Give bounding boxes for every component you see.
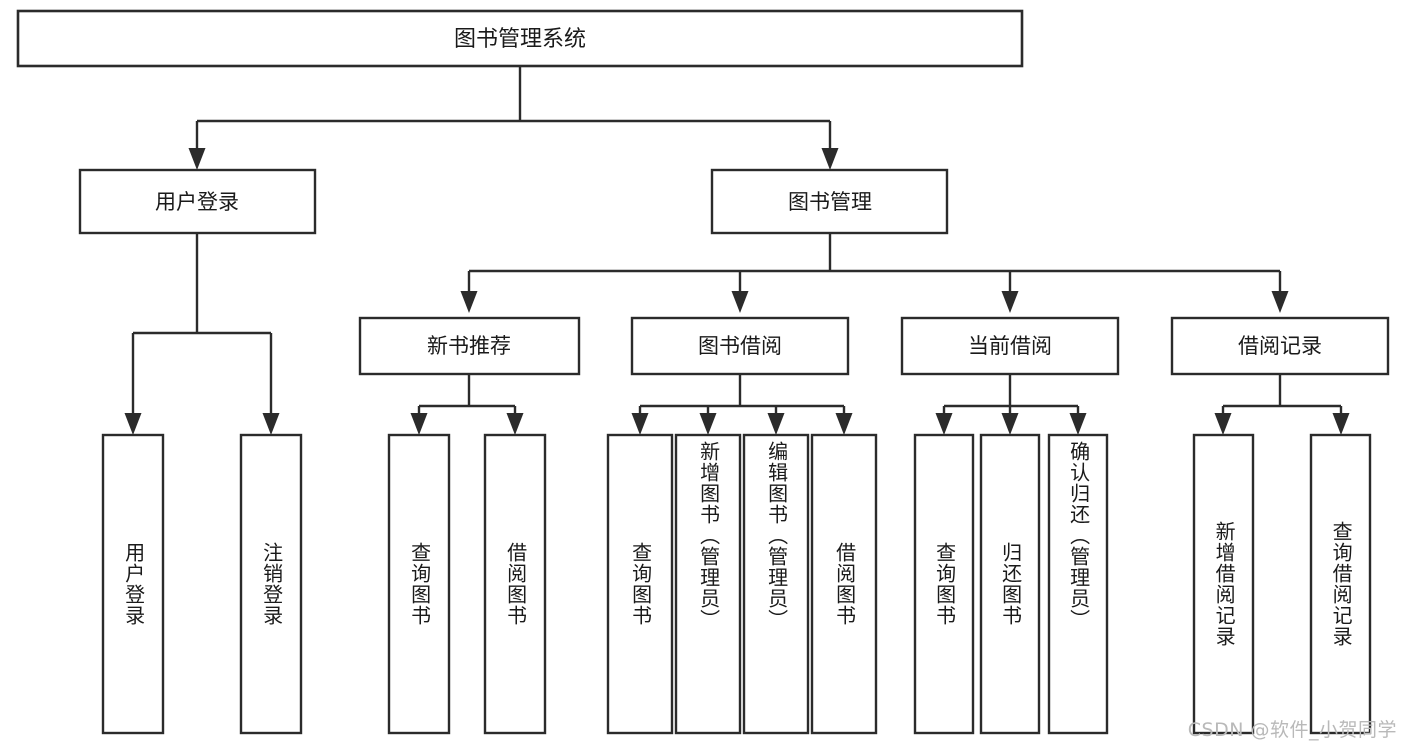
leaf-node-currentborrow-2[interactable] <box>1047 433 1109 735</box>
arrow-to-leaf-newbook-1 <box>506 413 524 435</box>
node-new-book-recommend[interactable]: 新书推荐 <box>358 316 581 376</box>
arrow-to-leaf-borrowrecord-1 <box>1332 413 1350 435</box>
arrow-to-leaf-borrowrecord-0 <box>1214 413 1232 435</box>
connector-group-root <box>195 66 832 148</box>
node-current-borrow[interactable]: 当前借阅 <box>900 316 1120 376</box>
connector-group-borrow-record <box>1221 374 1343 413</box>
node-root-label: 图书管理系统 <box>454 27 586 52</box>
leaf-node-bookborrow-1[interactable] <box>674 433 742 735</box>
arrow-to-book-borrow <box>731 291 749 313</box>
arrow-to-leaf-currentborrow-1 <box>1001 413 1019 435</box>
leaf-node-bookborrow-3[interactable] <box>810 433 878 735</box>
node-book-manage[interactable]: 图书管理 <box>710 168 949 235</box>
node-root[interactable]: 图书管理系统 <box>16 9 1024 68</box>
arrow-to-leaf-user-login-0 <box>124 413 142 435</box>
arrow-to-leaf-bookborrow-3 <box>835 413 853 435</box>
arrow-to-leaf-user-login-1 <box>262 413 280 435</box>
arrow-to-leaf-newbook-0 <box>410 413 428 435</box>
node-book-borrow[interactable]: 图书借阅 <box>630 316 850 376</box>
connector-group-current-borrow <box>942 374 1080 413</box>
leaf-node-newbook-0[interactable] <box>387 433 451 735</box>
connector-group-user-login <box>131 233 273 413</box>
arrow-to-borrow-record <box>1271 291 1289 313</box>
node-user-login[interactable]: 用户登录 <box>78 168 317 235</box>
node-current-borrow-label: 当前借阅 <box>968 334 1052 358</box>
arrow-to-leaf-currentborrow-2 <box>1069 413 1087 435</box>
connector-group-new-book-recommend <box>417 374 517 413</box>
leaf-node-bookborrow-0[interactable] <box>606 433 674 735</box>
leaf-node-user-login-0[interactable] <box>101 433 165 735</box>
arrow-to-leaf-currentborrow-0 <box>935 413 953 435</box>
csdn-watermark: CSDN @软件_小贺同学 <box>1187 719 1397 741</box>
arrow-to-leaf-bookborrow-1 <box>699 413 717 435</box>
arrow-to-leaf-bookborrow-0 <box>631 413 649 435</box>
leaf-node-currentborrow-0[interactable] <box>913 433 975 735</box>
node-new-book-recommend-label: 新书推荐 <box>427 334 511 358</box>
leaf-node-borrowrecord-1[interactable] <box>1309 433 1372 735</box>
arrow-to-new-book-recommend <box>460 291 478 313</box>
arrow-to-current-borrow <box>1001 291 1019 313</box>
leaf-node-user-login-1[interactable] <box>239 433 303 735</box>
leaf-node-currentborrow-1[interactable] <box>979 433 1041 735</box>
arrow-to-leaf-bookborrow-2 <box>767 413 785 435</box>
arrow-to-book-manage <box>821 148 839 170</box>
node-user-login-label: 用户登录 <box>155 190 239 214</box>
node-book-borrow-label: 图书借阅 <box>698 334 782 358</box>
connector-group-book-borrow <box>638 374 846 413</box>
connector-group-book-manage <box>467 233 1282 291</box>
node-book-manage-label: 图书管理 <box>788 190 872 214</box>
leaf-node-newbook-1[interactable] <box>483 433 547 735</box>
node-borrow-record[interactable]: 借阅记录 <box>1170 316 1390 376</box>
arrow-to-user-login <box>188 148 206 170</box>
node-borrow-record-label: 借阅记录 <box>1238 334 1322 358</box>
leaf-node-borrowrecord-0[interactable] <box>1192 433 1255 735</box>
leaf-node-bookborrow-2[interactable] <box>742 433 810 735</box>
